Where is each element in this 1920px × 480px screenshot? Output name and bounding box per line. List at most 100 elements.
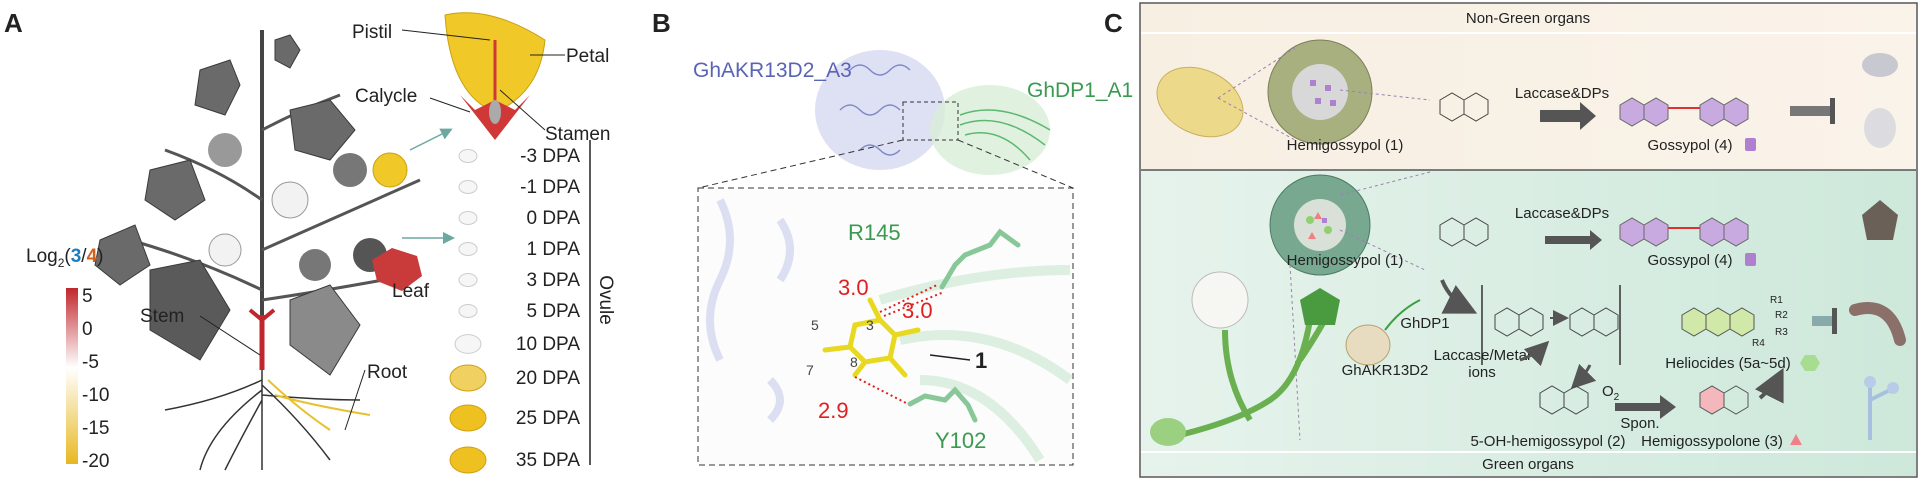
residue-r145-label: R145: [848, 220, 901, 245]
ovule-icon: [454, 334, 482, 354]
leaves: [94, 34, 361, 376]
ghdp1-label: GhDP1: [1400, 315, 1449, 332]
non-green-organs-header: Non-Green organs: [1466, 10, 1590, 27]
atom-number-label: 5: [811, 317, 819, 333]
seed-illustration: [1156, 66, 1244, 138]
ovule-icon: [458, 180, 478, 194]
root-label: Root: [367, 362, 408, 383]
ghakr13d2-label: GhAKR13D2: [1342, 362, 1429, 379]
caterpillar-icon: [1849, 302, 1906, 346]
heliocide-hexagon-icon: [1800, 355, 1820, 371]
moth-icon: [1862, 200, 1898, 240]
panel-label-b: B: [652, 8, 671, 38]
ovule-icon: [449, 446, 487, 474]
flower-diagram: [444, 12, 546, 140]
colorbar-tick-label: -10: [82, 385, 109, 406]
root-highlight: [267, 379, 371, 431]
cotton-bolls: [208, 133, 387, 281]
distance-label: 2.9: [818, 398, 849, 423]
ovule-stage: 0 DPA: [458, 208, 580, 229]
ovule-icon: [449, 364, 487, 392]
gh-akr13d2-ghdp1-complex: [1345, 299, 1421, 366]
stem-label: Stem: [140, 306, 184, 327]
ovule-stage-list: -3 DPA -1 DPA 0 DPA 1 DPA 3 DPA 5 DPA 10 DPA 20…: [449, 146, 616, 474]
ovule-icon: [458, 211, 478, 225]
substituent-label: R3: [1775, 327, 1788, 338]
ovule-stage-label: 25 DPA: [516, 408, 580, 429]
ovule-stage-label: 1 DPA: [526, 239, 580, 260]
green-organs-footer: Green organs: [1482, 456, 1574, 473]
calycle-label: Calycle: [355, 86, 417, 107]
colorbar-gradient: [66, 288, 78, 464]
hemigossypolone-structure: [1699, 385, 1749, 415]
residue-y102-sticks: [907, 386, 978, 423]
ovule-group-label: Ovule: [595, 275, 616, 325]
ovule-icon: [458, 273, 478, 287]
colorbar: Log2(3/4) 50-5-10-15-20: [26, 246, 109, 472]
hemigossypolone-triangle-icon: [1790, 434, 1802, 445]
colorbar-tick-label: -15: [82, 418, 109, 439]
ovule-icon: [458, 149, 478, 163]
ovule-stage: 20 DPA: [449, 364, 580, 392]
hemigossypol-label: Hemigossypol (1): [1287, 137, 1404, 154]
ovule-stage-label: 35 DPA: [516, 450, 580, 471]
gossypol-square-icon: [1745, 138, 1756, 151]
gossypol-label: Gossypol (4): [1647, 252, 1732, 269]
ovule-stage-label: 0 DPA: [526, 208, 580, 229]
reaction-arrow: [1440, 279, 1478, 314]
arrow-to-flower: [409, 128, 453, 151]
oxygen-label: O2: [1602, 383, 1620, 403]
colorbar-tick-label: -20: [82, 451, 109, 472]
ovule-stage-label: 3 DPA: [526, 270, 580, 291]
substituent-label: R1: [1770, 295, 1783, 306]
panel-label-c: C: [1104, 8, 1123, 38]
gossypol-square-icon: [1745, 253, 1756, 266]
gossypol-label: Gossypol (4): [1647, 137, 1732, 154]
colorbar-tick-label: 0: [82, 319, 93, 340]
colorbar-title: Log2(3/4): [26, 246, 103, 270]
stamen-label: Stamen: [545, 124, 610, 145]
binding-site-detail: [697, 187, 1074, 466]
ovule-stage-label: 10 DPA: [516, 334, 580, 355]
laccase-dps-label: Laccase&DPs: [1515, 85, 1609, 102]
ovule-stage-label: -1 DPA: [520, 177, 580, 198]
leaf-highlight: [372, 248, 422, 291]
ovule-stage: 10 DPA: [454, 334, 580, 355]
gossypol-structure: [1619, 217, 1749, 247]
ovule-stage: 25 DPA: [449, 404, 580, 432]
ovule-stage-label: 5 DPA: [526, 301, 580, 322]
hemigossypol-structure: [1439, 217, 1489, 247]
spontaneous-label: Spon.: [1620, 415, 1659, 432]
hydrogen-bonds: [854, 284, 945, 405]
inhibition-arrow: [1790, 106, 1830, 116]
ligand-sticks: [822, 297, 921, 378]
inhibition-arrow: [1812, 316, 1832, 326]
laccase-dps-label: Laccase&DPs: [1515, 205, 1609, 222]
ovule-stage-label: -3 DPA: [520, 146, 580, 167]
protein-a-label: GhAKR13D2_A3: [693, 59, 852, 82]
ovule-icon: [458, 304, 478, 318]
ovule-stage: 1 DPA: [458, 239, 580, 260]
protein-b-label: GhDP1_A1: [1027, 79, 1133, 102]
ovule-stage: 5 DPA: [458, 301, 580, 322]
atom-number-label: 8: [850, 354, 858, 370]
substituent-label: R2: [1775, 310, 1788, 321]
label-leader-lines: [199, 29, 565, 431]
atom-number-label: 7: [806, 362, 814, 378]
leaf-label: Leaf: [392, 281, 430, 302]
protein-complex-overview: [697, 50, 1074, 189]
5-oh-hemigossypol-structure: [1539, 385, 1589, 415]
ovule-stage: -3 DPA: [458, 146, 580, 167]
hemigossypolone-label: Hemigossypolone (3): [1641, 433, 1783, 450]
colorbar-tick-label: -5: [82, 352, 99, 373]
roots: [164, 370, 361, 471]
ovule-icon: [449, 404, 487, 432]
5-oh-hemigossypol-label: 5-OH-hemigossypol (2): [1470, 433, 1625, 450]
ovule-stage-label: 20 DPA: [516, 368, 580, 389]
panel-b: B GhAKR13D2_A3 GhDP1_A1 R145: [652, 8, 1133, 466]
hemigossypol-structure: [1439, 92, 1489, 122]
cotton-plant-illustration: [94, 30, 455, 471]
atom-number-label: 3: [866, 317, 874, 333]
